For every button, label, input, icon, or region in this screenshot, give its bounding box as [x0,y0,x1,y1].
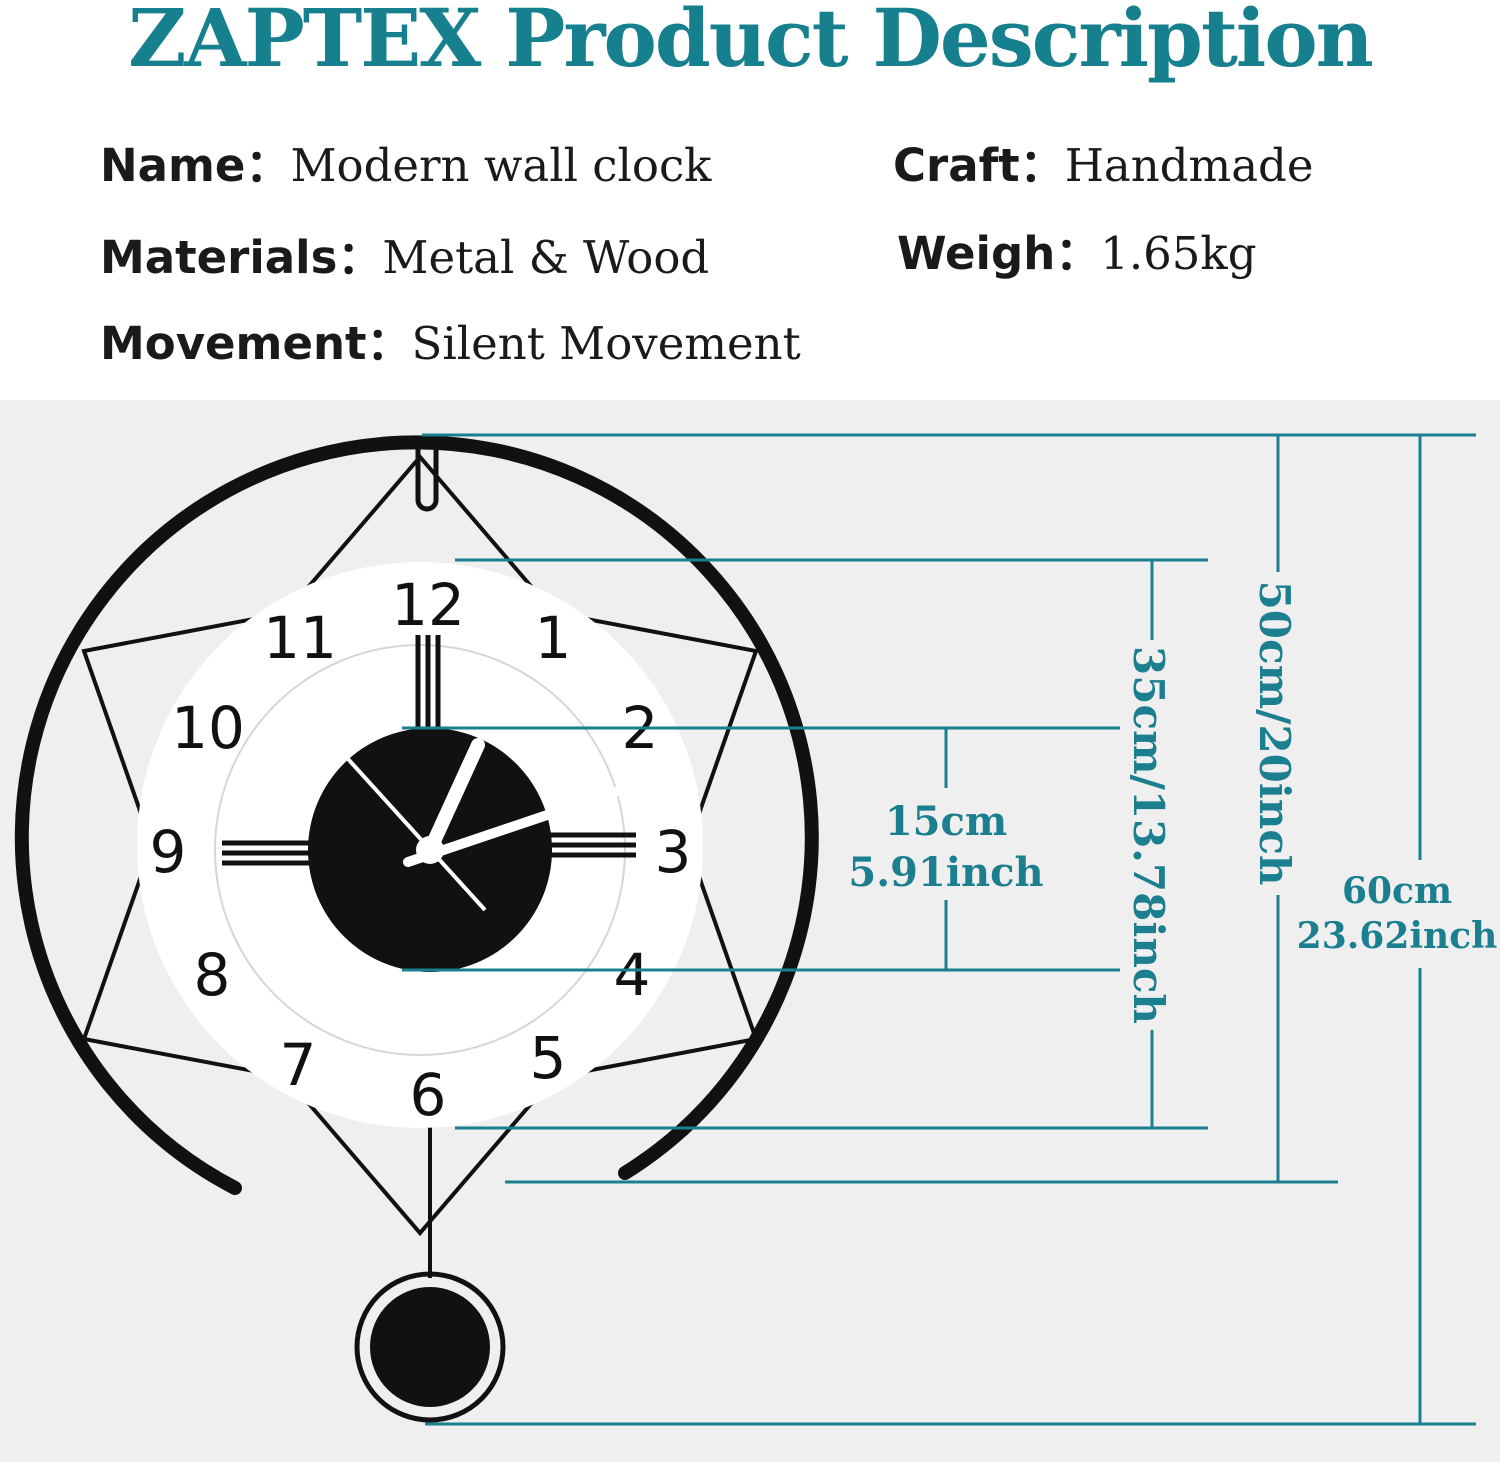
numeral-5: 5 [530,1024,567,1092]
clock-illustration: 12 1 2 3 4 5 6 7 8 9 10 11 [14,433,1498,1426]
numeral-8: 8 [194,941,231,1009]
spec-name: Name：Modern wall clock [100,138,711,194]
numeral-1: 1 [535,604,572,672]
numeral-12: 12 [391,571,465,639]
hands-hub [416,836,444,864]
spec-craft-label: Craft： [893,139,1065,192]
spec-materials-value: Metal & Wood [382,231,710,284]
spec-materials: Materials：Metal & Wood [100,230,709,286]
clock-outer-ring [14,435,819,1195]
numeral-3: 3 [655,818,692,886]
spec-craft: Craft：Handmade [893,138,1313,194]
dim-total-inch: 23.62inch [1297,915,1498,957]
spec-movement: Movement：Silent Movement [100,316,801,372]
dimension-lines [402,433,1476,1426]
spec-weigh-label: Weigh： [897,227,1101,280]
second-hand [288,693,487,912]
numeral-11: 11 [263,604,337,672]
hanger-hook [415,448,439,512]
spec-name-value: Modern wall clock [290,139,712,192]
spec-materials-label: Materials： [100,231,383,284]
pendulum-bob [370,1287,490,1407]
numeral-9: 9 [150,818,187,886]
spec-name-label: Name： [100,139,291,192]
hour-marker-bars [222,635,636,866]
numeral-7: 7 [280,1031,317,1099]
numeral-10: 10 [171,694,245,762]
page-title: ZAPTEX Product Description [128,0,1374,85]
dim-center-cm: 15cm [885,798,1007,845]
spec-craft-value: Handmade [1064,139,1314,192]
product-photo: 12 1 2 3 4 5 6 7 8 9 10 11 [0,400,1500,1462]
hour-hand [423,738,485,857]
pendulum-ring [354,1271,506,1423]
spec-weigh-value: 1.65kg [1100,227,1257,280]
spec-movement-value: Silent Movement [411,317,801,370]
spec-movement-label: Movement： [100,317,412,370]
dim-dial: 35cm/13.78inch [1124,646,1173,1024]
dim-frame: 50cm/20inch [1250,581,1299,886]
minute-hand [403,782,635,867]
dim-total-cm: 60cm [1342,870,1452,912]
spec-weigh: Weigh：1.65kg [897,226,1257,282]
clock-numerals: 12 1 2 3 4 5 6 7 8 9 10 11 [150,571,692,1129]
dim-center-inch: 5.91inch [848,849,1043,896]
numeral-6: 6 [410,1061,447,1129]
numeral-4: 4 [614,941,651,1009]
